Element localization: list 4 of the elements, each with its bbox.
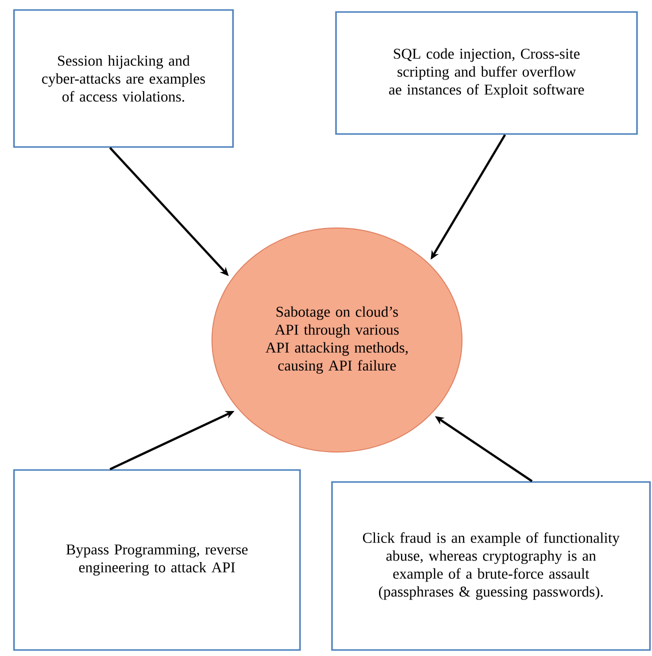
text-box: SQL code injection, Cross-site scripting and buffer overflow ae instances of Exploit software — [335, 11, 638, 135]
text-box: Bypass Programming, reverse engineering to attack API — [13, 469, 301, 651]
text-box: Session hijacking and cyber-attacks are examples of access violations. — [13, 9, 234, 148]
text-box: Click fraud is an example of functionality abuse, whereas cryptography is an example of a brute-force assault (passphrases & guessing passwords). — [331, 481, 651, 651]
